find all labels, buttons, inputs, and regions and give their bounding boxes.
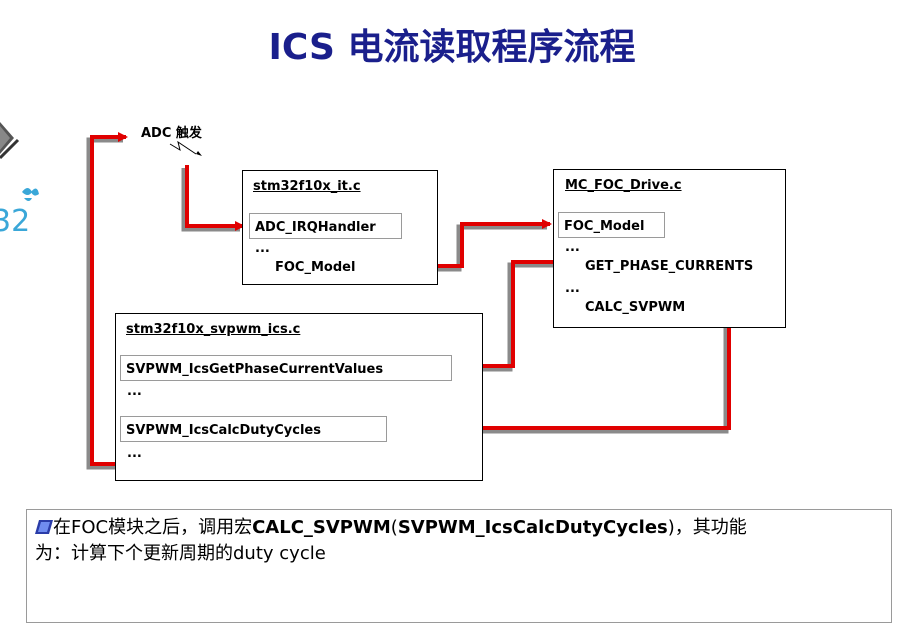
note-text-e: )，其功能 xyxy=(667,517,747,538)
svpwm-dots-1: ... xyxy=(127,384,142,399)
trigger-spark-icon xyxy=(169,140,197,155)
calc-svpwm-label: CALC_SVPWM xyxy=(585,300,686,315)
it-file-dots: ... xyxy=(255,241,270,256)
foc-model-entry-box: FOC_Model xyxy=(558,212,665,238)
it-foc-model-call: FOC_Model xyxy=(275,260,356,275)
note-text-paren: ( xyxy=(390,517,398,538)
svpwm-file-box: stm32f10x_svpwm_ics.c SVPWM_IcsGetPhaseC… xyxy=(115,313,483,481)
note-line-1: 在FOC模块之后，调用宏CALC_SVPWM(SVPWM_IcsCalcDuty… xyxy=(35,515,747,541)
get-phase-currents-label: GET_PHASE_CURRENTS xyxy=(585,259,754,274)
svpwm-file-title: stm32f10x_svpwm_ics.c xyxy=(126,322,301,337)
drive-dots-2: ... xyxy=(565,281,580,296)
note-macro-name: CALC_SVPWM xyxy=(252,517,391,538)
drive-file-title: MC_FOC_Drive.c xyxy=(565,178,682,193)
trigger-spark-arrowhead-icon xyxy=(196,151,202,156)
note-function-name: SVPWM_IcsCalcDutyCycles xyxy=(397,517,668,538)
adc-trigger-label: ADC 触发 xyxy=(141,126,202,141)
svpwm-dots-2: ... xyxy=(127,446,142,461)
page-title: ICS 电流读取程序流程 xyxy=(268,27,636,68)
get-phase-values-box: SVPWM_IcsGetPhaseCurrentValues xyxy=(120,355,452,381)
arrow-getcurrents-to-values xyxy=(451,260,580,371)
bullet-icon xyxy=(35,520,53,534)
it-file-box: stm32f10x_it.c ADC_IRQHandler ... FOC_Mo… xyxy=(242,170,438,285)
get-phase-values-label: SVPWM_IcsGetPhaseCurrentValues xyxy=(126,362,384,377)
note-line-2: 为：计算下个更新周期的duty cycle xyxy=(35,543,326,564)
note-text-a: 在FOC模块之后，调用宏 xyxy=(53,517,253,538)
calc-duty-cycles-box: SVPWM_IcsCalcDutyCycles xyxy=(120,416,387,442)
stm32-logo-text: 32 xyxy=(0,204,31,239)
note-box: 在FOC模块之后，调用宏CALC_SVPWM(SVPWM_IcsCalcDuty… xyxy=(26,509,892,623)
calc-duty-cycles-label: SVPWM_IcsCalcDutyCycles xyxy=(126,423,321,438)
adc-irqhandler-label: ADC_IRQHandler xyxy=(255,220,376,235)
it-file-title: stm32f10x_it.c xyxy=(253,179,361,194)
arrow-trigger-to-handler-shadow xyxy=(181,168,240,232)
drive-dots-1: ... xyxy=(565,240,580,255)
drive-file-box: MC_FOC_Drive.c FOC_Model ... GET_PHASE_C… xyxy=(553,169,786,328)
adc-irqhandler-box: ADC_IRQHandler xyxy=(249,213,402,239)
foc-model-entry-label: FOC_Model xyxy=(564,219,645,234)
stm32-chip-logo: 32 xyxy=(0,112,50,242)
arrow-trigger-to-handler xyxy=(185,165,245,231)
